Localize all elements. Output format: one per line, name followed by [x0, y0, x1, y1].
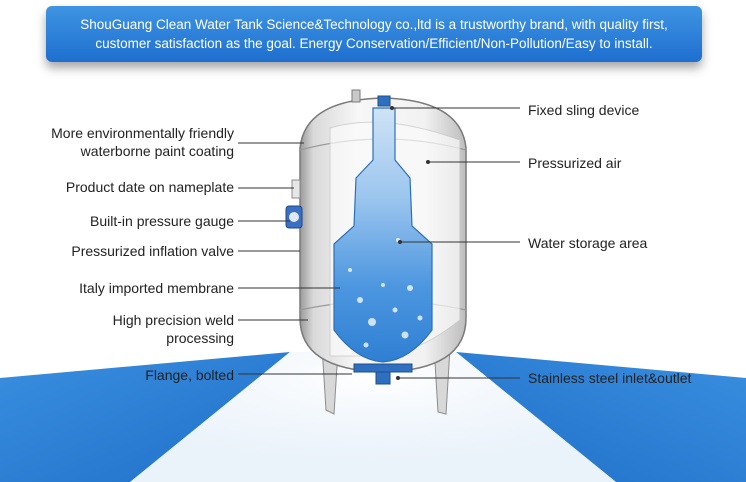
label-weld-line-2: processing	[166, 330, 234, 346]
label-paint-line-1: More environmentally friendly	[51, 125, 234, 141]
banner-line-2: customer satisfaction as the goal. Energ…	[46, 34, 702, 53]
label-paint-coating: More environmentally friendly waterborne…	[51, 124, 234, 160]
label-sling-device: Fixed sling device	[528, 101, 639, 119]
label-inflation-valve: Pressurized inflation valve	[71, 242, 234, 260]
label-nameplate: Product date on nameplate	[66, 178, 234, 196]
banner-line-1: ShouGuang Clean Water Tank Science&Techn…	[46, 15, 702, 34]
label-weld-line-1: High precision weld	[113, 312, 234, 328]
label-pressurized-air: Pressurized air	[528, 154, 621, 172]
pressure-gauge	[286, 206, 302, 228]
label-pressure-gauge: Built-in pressure gauge	[90, 212, 234, 230]
label-water-storage: Water storage area	[528, 234, 647, 252]
label-inlet-outlet: Stainless steel inlet&outlet	[528, 369, 691, 387]
nameplate	[292, 180, 300, 198]
label-membrane: Italy imported membrane	[79, 279, 234, 297]
label-weld: High precision weld processing	[113, 311, 234, 347]
label-flange: Flange, bolted	[145, 366, 234, 384]
header-banner: ShouGuang Clean Water Tank Science&Techn…	[46, 6, 702, 62]
label-paint-line-2: waterborne paint coating	[81, 143, 234, 159]
